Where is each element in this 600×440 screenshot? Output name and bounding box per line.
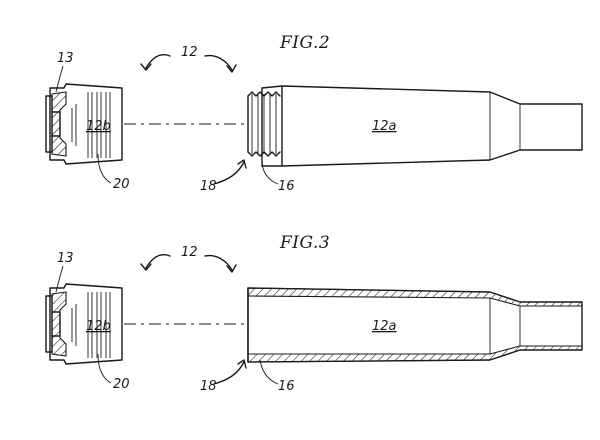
assembly-arrowhead-left <box>140 63 152 71</box>
base-cap-hatch <box>51 91 67 157</box>
body-part-label: 12a <box>372 119 397 134</box>
figure-2-title: FIG.2 <box>279 33 330 53</box>
primer-pocket <box>51 311 61 337</box>
base-cap-part <box>45 83 123 165</box>
figure-3: FIG.3 12 13 12b 20 <box>45 233 583 394</box>
assembly-arrowhead-right <box>226 64 237 73</box>
body-part-label: 12a <box>372 319 397 334</box>
assembly-arrow-right <box>204 254 233 271</box>
case-body-part <box>247 85 583 167</box>
case-body-outline <box>261 85 583 167</box>
thread-label: 16 <box>278 179 295 194</box>
end-label: 18 <box>200 379 217 394</box>
base-cap-outline <box>49 283 123 365</box>
base-part-label: 12b <box>86 319 111 334</box>
assembly-label: 12 <box>181 45 198 60</box>
base-cap-outline <box>49 83 123 165</box>
end-arrow <box>213 361 245 385</box>
inner-feature-leader <box>97 153 112 184</box>
case-body-outline <box>247 287 583 363</box>
base-cap-leader <box>55 265 64 293</box>
thread-leader <box>261 159 279 185</box>
thread-leader <box>259 359 279 385</box>
primer-pocket <box>51 111 61 137</box>
assembly-label: 12 <box>181 245 198 260</box>
end-arrow <box>213 161 245 185</box>
internal-ribs <box>71 92 111 158</box>
wall-hatch-bottom <box>247 345 583 363</box>
base-cap-label: 13 <box>57 51 74 66</box>
assembly-arrow-right <box>204 54 233 71</box>
base-cap-leader <box>55 65 64 93</box>
base-cap-hatch <box>51 291 67 357</box>
assembly-arrowhead-left <box>140 263 152 271</box>
end-arrowhead <box>237 359 247 369</box>
end-arrowhead <box>237 159 247 169</box>
base-part-label: 12b <box>86 119 111 134</box>
internal-ribs <box>71 292 111 358</box>
base-cap-part <box>45 283 123 365</box>
base-cap-label: 13 <box>57 251 74 266</box>
assembly-arrow-left <box>145 54 171 69</box>
inner-feature-label: 20 <box>113 177 130 192</box>
end-label: 18 <box>200 179 217 194</box>
assembly-arrow-left <box>145 254 171 269</box>
thread-label: 16 <box>278 379 295 394</box>
assembly-arrowhead-right <box>226 264 237 273</box>
wall-hatch-top <box>247 287 583 307</box>
inner-feature-leader <box>97 353 112 384</box>
figure-3-title: FIG.3 <box>279 233 330 253</box>
case-body-section <box>247 287 583 363</box>
figure-2: FIG.2 12 <box>45 33 583 194</box>
inner-feature-label: 20 <box>113 377 130 392</box>
